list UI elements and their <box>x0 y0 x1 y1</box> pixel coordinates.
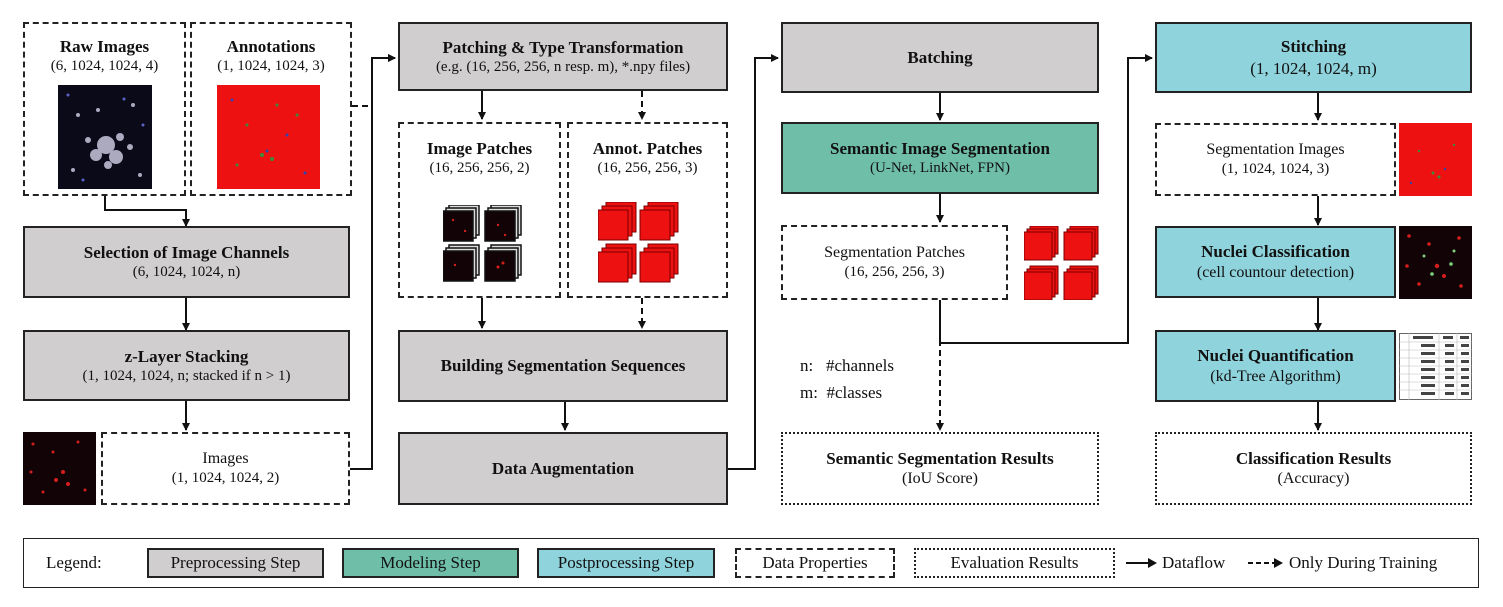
stacked-image-thumbnail <box>23 432 96 505</box>
patching-shape: (e.g. (16, 256, 256, n resp. m), *.npy f… <box>435 58 691 75</box>
images-box: Images (1, 1024, 1024, 2) <box>101 432 350 505</box>
nuclei-quantification-shape: (kd-Tree Algorithm) <box>1210 367 1341 385</box>
note-m: m: #classes <box>800 383 883 403</box>
seg-results-shape: (IoU Score) <box>902 470 978 488</box>
classification-results-title: Classification Results <box>1235 448 1392 468</box>
legend-data-properties: Data Properties <box>735 548 895 578</box>
legend-training-arrow <box>1248 558 1283 568</box>
legend-dataflow: Dataflow <box>1162 553 1226 572</box>
zstack-box: z-Layer Stacking (1, 1024, 1024, n; stac… <box>23 330 350 401</box>
images-shape: (1, 1024, 1024, 2) <box>171 470 280 487</box>
images-title: Images <box>202 450 249 468</box>
nuclei-quantification-title: Nuclei Quantification <box>1197 346 1354 366</box>
seg-patches-title: Segmentation Patches <box>824 244 965 262</box>
stitching-shape: (1, 1024, 1024, m) <box>1250 58 1377 78</box>
nuclei-classification-box: Nuclei Classification (cell countour det… <box>1155 226 1396 298</box>
note-n: n: #channels <box>800 356 894 375</box>
nuclei-quantification-box: Nuclei Quantification (kd-Tree Algorithm… <box>1155 330 1396 402</box>
semantic-title: Semantic Image Segmentation <box>829 139 1051 158</box>
raw-images-shape: (6, 1024, 1024, 4) <box>50 58 159 75</box>
selection-box: Selection of Image Channels (6, 1024, 10… <box>23 226 350 298</box>
legend-postprocessing: Postprocessing Step <box>537 548 715 578</box>
zstack-title: z-Layer Stacking <box>124 346 249 366</box>
image-patches-title: Image Patches <box>426 139 533 158</box>
augmentation-title: Data Augmentation <box>491 458 635 478</box>
seg-images-shape: (1, 1024, 1024, 3) <box>1221 161 1330 178</box>
legend-only-during-training: Only During Training <box>1289 553 1438 572</box>
annot-patches-icon <box>598 202 679 283</box>
nuclei-classification-title: Nuclei Classification <box>1201 242 1350 262</box>
arrow-seg-patches-to-stitching <box>939 54 1153 344</box>
batching-box: Batching <box>781 22 1099 93</box>
arrow-raw-to-selection <box>104 196 190 227</box>
stitching-title: Stitching <box>1280 37 1347 57</box>
batching-title: Batching <box>907 47 973 67</box>
legend-preprocessing: Preprocessing Step <box>147 548 324 578</box>
semantic-box: Semantic Image Segmentation (U-Net, Link… <box>781 122 1099 194</box>
legend-label: Legend: <box>46 553 102 572</box>
stitching-box: Stitching (1, 1024, 1024, m) <box>1155 22 1472 93</box>
legend-dataflow-arrow <box>1126 558 1157 568</box>
image-patches-shape: (16, 256, 256, 2) <box>429 160 530 177</box>
classification-results-shape: (Accuracy) <box>1277 470 1350 488</box>
building-title: Building Segmentation Sequences <box>440 356 686 376</box>
seg-patches-box: Segmentation Patches (16, 256, 256, 3) <box>781 225 1008 300</box>
annotations-shape: (1, 1024, 1024, 3) <box>217 58 325 75</box>
seg-images-box: Segmentation Images (1, 1024, 1024, 3) <box>1155 123 1396 196</box>
raw-image-thumbnail <box>58 85 152 189</box>
annotations-title: Annotations <box>226 37 316 56</box>
patching-title: Patching & Type Transformation <box>442 37 684 57</box>
selection-shape: (6, 1024, 1024, n) <box>132 264 241 281</box>
quantification-table-thumbnail <box>1399 333 1472 400</box>
augmentation-box: Data Augmentation <box>398 432 728 505</box>
selection-title: Selection of Image Channels <box>83 243 290 262</box>
notation-notes: n: #channels m: #classes <box>800 352 894 406</box>
seg-images-title: Segmentation Images <box>1206 141 1345 159</box>
seg-results-title: Semantic Segmentation Results <box>826 448 1054 468</box>
seg-results-box: Semantic Segmentation Results (IoU Score… <box>781 432 1099 505</box>
seg-image-thumbnail <box>1399 123 1472 196</box>
patching-box: Patching & Type Transformation (e.g. (16… <box>398 22 728 91</box>
legend-modeling: Modeling Step <box>342 548 519 578</box>
annot-patches-title: Annot. Patches <box>592 139 703 158</box>
seg-patches-icon <box>1024 226 1099 300</box>
seg-patches-shape: (16, 256, 256, 3) <box>844 264 945 281</box>
semantic-shape: (U-Net, LinkNet, FPN) <box>870 160 1010 177</box>
legend-evaluation-results: Evaluation Results <box>914 548 1115 578</box>
building-box: Building Segmentation Sequences <box>398 330 728 402</box>
annot-patches-shape: (16, 256, 256, 3) <box>597 160 698 177</box>
raw-images-title: Raw Images <box>59 37 150 56</box>
annotation-thumbnail <box>217 85 320 189</box>
image-patches-icon <box>443 205 522 282</box>
arrow-images-to-patching <box>350 54 396 470</box>
classification-thumbnail <box>1399 226 1472 299</box>
nuclei-classification-shape: (cell countour detection) <box>1196 263 1355 281</box>
arrow-annotations-to-patching <box>352 54 396 107</box>
arrow-augmentation-to-batching <box>728 54 779 470</box>
classification-results-box: Classification Results (Accuracy) <box>1155 432 1472 505</box>
legend: Legend: Preprocessing Step Modeling Step… <box>23 538 1479 588</box>
zstack-shape: (1, 1024, 1024, n; stacked if n > 1) <box>82 367 291 384</box>
